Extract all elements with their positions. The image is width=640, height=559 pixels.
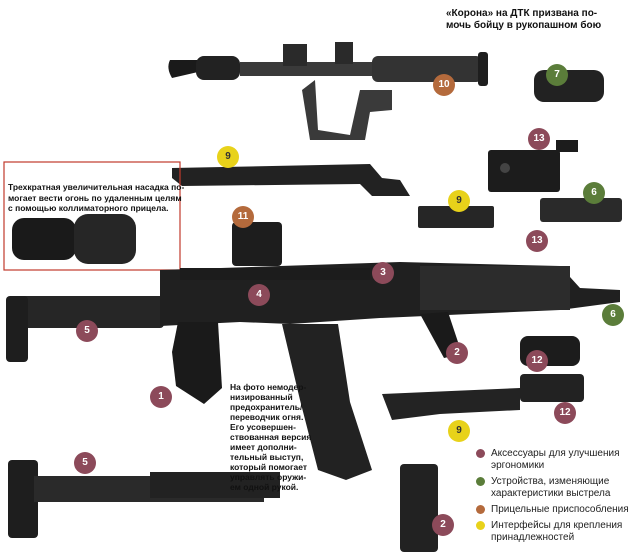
legend-dot-shot-devices: [476, 477, 485, 486]
callout-magnifier-line1: Трехкратная увеличительная насадка по-: [8, 182, 185, 192]
badge-5-top: 5: [76, 320, 98, 342]
callout-safety-line4: переводчик огня.: [230, 412, 304, 422]
legend-item-mounts: Интерфейсы для крепления принадлежностей: [476, 520, 638, 544]
callout-safety-line3: предохранитель/: [230, 402, 303, 412]
badge-2-bottom: 2: [432, 514, 454, 536]
legend-dot-sights: [476, 505, 485, 514]
callout-safety-line7: имеет дополни-: [230, 442, 297, 452]
callout-magnifier-line3: с помощью коллиматорного прицела.: [8, 203, 169, 213]
legend-item-ergonomics: Аксессуары для улучшения эргономики: [476, 448, 638, 472]
laser-module: [488, 140, 578, 192]
legend-label-sights: Прицельные приспособления: [491, 504, 629, 515]
badge-6-side: 6: [602, 304, 624, 326]
badge-5-bottom: 5: [74, 452, 96, 474]
legend-dot-ergonomics: [476, 449, 485, 458]
callout-muzzle-brake-line2: мочь бойцу в рукопашном бою: [446, 20, 602, 31]
badge-13-top: 13: [528, 128, 550, 150]
badge-3: 3: [372, 262, 394, 284]
callout-safety-line2: низированный: [230, 392, 293, 402]
callout-safety-line9: который помогает: [230, 462, 308, 472]
callout-magnifier: Трехкратная увеличительная насадка по- м…: [8, 182, 184, 214]
badge-4: 4: [248, 284, 270, 306]
badge-10: 10: [433, 74, 455, 96]
badge-13-mid: 13: [526, 230, 548, 252]
magnifier-inset-frame: [3, 161, 181, 271]
legend-label-shot-devices: Устройства, изменяющие характеристики вы…: [491, 476, 611, 499]
callout-safety-line5: Его усовершен-: [230, 422, 296, 432]
badge-9-mid: 9: [448, 190, 470, 212]
callout-muzzle-brake-line1: «Корона» на ДТК призвана по-: [446, 8, 598, 19]
badge-1: 1: [150, 386, 172, 408]
vertical-foregrip: [400, 464, 438, 552]
small-rail-mount: [418, 206, 494, 228]
callout-safety-line6: ствованная версия: [230, 432, 312, 442]
sniper-scope: [168, 42, 488, 140]
handguard: [382, 388, 520, 420]
badge-11: 11: [232, 206, 254, 228]
badge-7: 7: [546, 64, 568, 86]
badge-12-light: 12: [526, 350, 548, 372]
muzzle-brake: [540, 198, 622, 222]
badge-2-mid: 2: [446, 342, 468, 364]
legend-label-ergonomics: Аксессуары для улучшения эргономики: [491, 448, 620, 471]
laser-block: [520, 374, 584, 402]
folding-stock: [8, 460, 280, 538]
callout-safety-line8: тельный выступ,: [230, 452, 304, 462]
callout-safety-line1: На фото немодер-: [230, 382, 307, 392]
legend-item-shot-devices: Устройства, изменяющие характеристики вы…: [476, 476, 638, 500]
callout-safety-line11: ем одной рукой.: [230, 482, 299, 492]
rifle: [6, 222, 620, 480]
callout-safety-line10: управлять оружи-: [230, 472, 307, 482]
category-legend: Аксессуары для улучшения эргономики Устр…: [476, 448, 638, 548]
legend-dot-mounts: [476, 521, 485, 530]
badge-9-bottom: 9: [448, 420, 470, 442]
callout-magnifier-line2: могает вести огонь по удаленным целям: [8, 192, 182, 203]
badge-9-top: 9: [217, 146, 239, 168]
muzzle-device-crown: [534, 70, 604, 102]
callout-muzzle-brake: «Корона» на ДТК призвана по- мочь бойцу …: [446, 8, 601, 32]
callout-safety: На фото немодер- низированный предохрани…: [230, 382, 316, 492]
magnifier: [12, 214, 136, 264]
top-rail-cover: [172, 164, 410, 196]
badge-6-top: 6: [583, 182, 605, 204]
badge-12-laser: 12: [554, 402, 576, 424]
legend-item-sights: Прицельные приспособления: [476, 504, 638, 516]
legend-label-mounts: Интерфейсы для крепления принадлежностей: [491, 520, 623, 543]
